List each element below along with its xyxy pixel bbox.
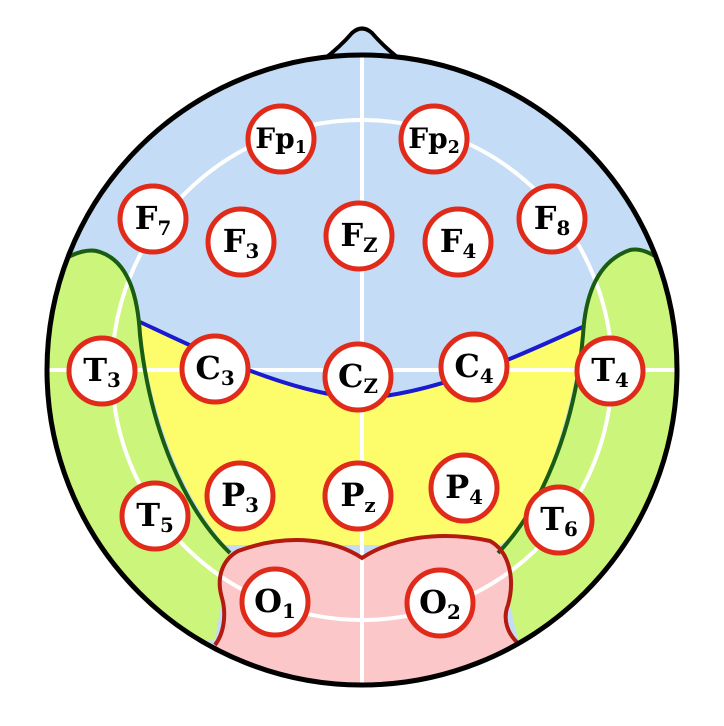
svg-text:FZ: FZ [340, 216, 377, 257]
svg-text:CZ: CZ [338, 357, 378, 398]
electrode-pz-sub: z [364, 493, 375, 517]
electrode-p3-label: P [221, 476, 245, 514]
electrode-fz: FZ [323, 200, 395, 272]
svg-text:Pz: Pz [340, 476, 375, 517]
electrode-o2-sub: 2 [447, 600, 461, 624]
electrode-o1: O1 [239, 566, 311, 638]
electrode-fz-label: F [340, 216, 363, 254]
electrode-fp2-sub: 2 [448, 138, 460, 158]
electrode-pz: Pz [322, 460, 394, 532]
occipital-boundary-line [213, 534, 522, 647]
svg-text:F4: F4 [440, 222, 477, 263]
electrode-fp2: Fp2 [398, 103, 470, 175]
head-outline [44, 52, 680, 688]
electrode-f8-label: F [534, 199, 557, 237]
electrode-f3: F3 [205, 206, 277, 278]
electrode-p3: P3 [204, 460, 276, 532]
svg-text:Fp2: Fp2 [408, 122, 460, 158]
svg-text:T5: T5 [136, 496, 174, 537]
electrode-o1-label: O [254, 582, 282, 620]
electrode-fp1: Fp1 [245, 103, 317, 175]
electrode-t5: T5 [119, 480, 191, 552]
electrode-p4: P4 [428, 452, 500, 524]
electrode-c3-sub: 3 [221, 366, 235, 390]
electrode-p4-sub: 4 [469, 485, 483, 509]
electrode-f3-sub: 3 [245, 239, 259, 263]
svg-text:O1: O1 [254, 582, 296, 623]
svg-text:Fp1: Fp1 [255, 122, 307, 158]
electrode-t5-label: T [136, 496, 160, 534]
electrode-t4: T4 [574, 335, 646, 407]
electrode-f7: F7 [117, 183, 189, 255]
electrode-t6: T6 [523, 484, 595, 556]
electrode-f3-label: F [223, 222, 246, 260]
electrode-cz-sub: Z [363, 374, 377, 398]
svg-text:F7: F7 [135, 199, 172, 240]
electrode-t5-sub: 5 [160, 513, 174, 537]
electrode-c4-sub: 4 [480, 364, 494, 388]
electrode-f4: F4 [422, 206, 494, 278]
electrode-o2-label: O [419, 583, 447, 621]
electrode-t3: T3 [66, 335, 138, 407]
electrode-c3: C3 [179, 333, 251, 405]
svg-text:O2: O2 [419, 583, 461, 624]
electrode-t3-sub: 3 [107, 368, 121, 392]
electrode-pz-label: P [340, 476, 364, 514]
electrode-f8: F8 [516, 183, 588, 255]
nose-outline [321, 26, 403, 62]
svg-text:T4: T4 [591, 351, 629, 392]
svg-text:F3: F3 [223, 222, 260, 263]
electrode-f8-sub: 8 [556, 216, 570, 240]
svg-text:C3: C3 [195, 349, 234, 390]
electrode-fp1-sub: 1 [295, 138, 307, 158]
electrode-t4-label: T [591, 351, 615, 389]
electrode-f7-sub: 7 [157, 216, 171, 240]
electrode-p4-label: P [445, 468, 469, 506]
electrode-t6-label: T [540, 500, 564, 538]
electrode-fz-sub: Z [363, 233, 377, 257]
temporal-boundary-left [58, 248, 232, 555]
svg-text:P4: P4 [445, 468, 483, 509]
electrode-t4-sub: 4 [615, 368, 629, 392]
electrode-c4: C4 [438, 331, 510, 403]
svg-text:P3: P3 [221, 476, 259, 517]
electrode-f4-sub: 4 [462, 239, 476, 263]
electrode-cz: CZ [322, 341, 394, 413]
electrode-fp2-label: Fp [408, 122, 447, 155]
svg-text:C4: C4 [454, 347, 493, 388]
electrode-c3-label: C [195, 349, 220, 387]
electrode-f4-label: F [440, 222, 463, 260]
electrode-t6-sub: 6 [564, 517, 578, 541]
svg-text:T3: T3 [83, 351, 121, 392]
svg-text:T6: T6 [540, 500, 578, 541]
electrode-fp1-label: Fp [255, 122, 294, 155]
electrode-p3-sub: 3 [245, 493, 259, 517]
electrode-t3-label: T [83, 351, 107, 389]
electrode-c4-label: C [454, 347, 479, 385]
svg-text:F8: F8 [534, 199, 571, 240]
electrode-o1-sub: 1 [282, 599, 296, 623]
electrode-o2: O2 [404, 567, 476, 639]
electrode-cz-label: C [338, 357, 363, 395]
electrode-f7-label: F [135, 199, 158, 237]
